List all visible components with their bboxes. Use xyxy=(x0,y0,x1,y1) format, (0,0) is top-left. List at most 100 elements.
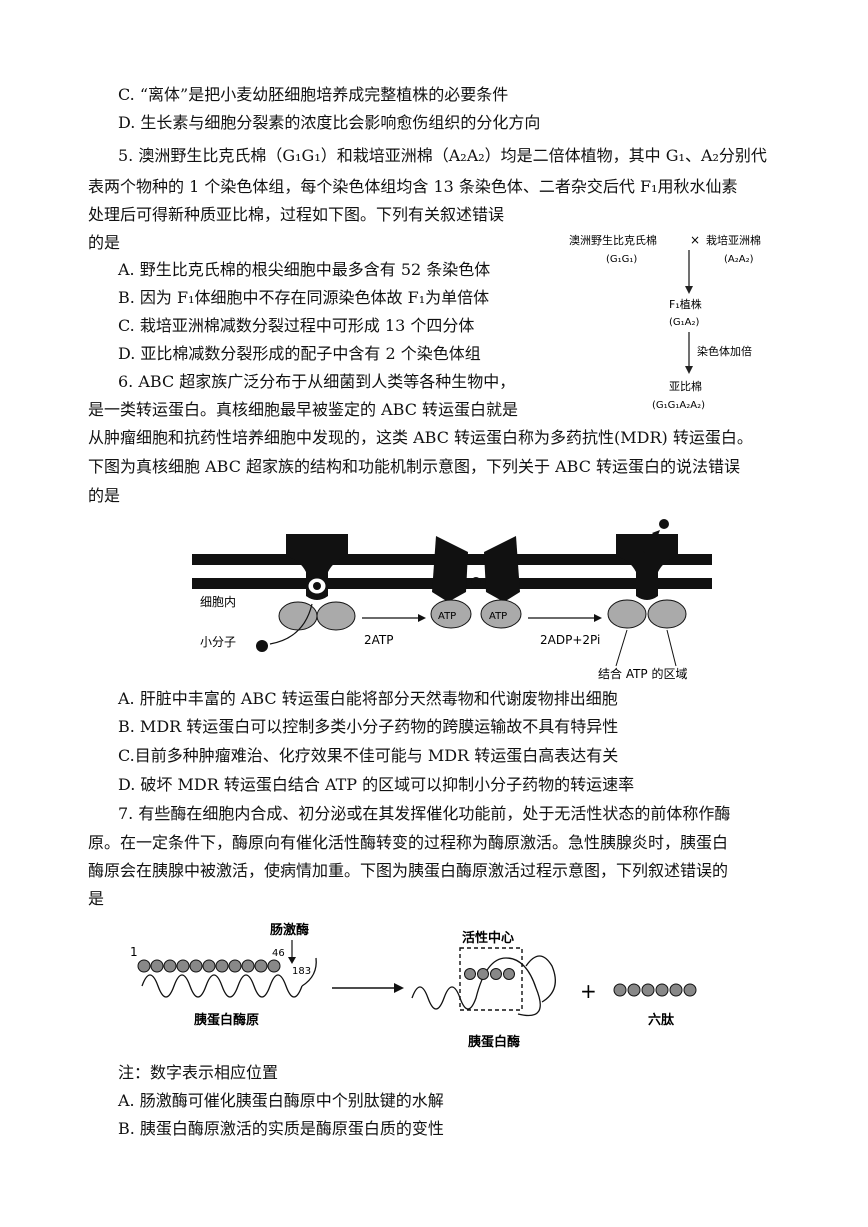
step-arrow-2-head xyxy=(594,614,602,622)
hexapeptide-beads xyxy=(613,983,697,997)
transporter-outward-left xyxy=(432,536,468,602)
two-atp-label: 2ATP xyxy=(364,633,393,647)
step-arrow-1-head xyxy=(418,614,426,622)
q7-stem-line2: 原。在一定条件下，酶原向有催化活性酶转变的过程称为酶原激活。急性胰腺炎时，胰蛋白 xyxy=(88,833,729,852)
amino-acid-bead xyxy=(189,959,203,973)
nbd-2a xyxy=(430,599,472,629)
enzyme-label: 胰蛋白酶 xyxy=(468,1034,520,1050)
moving-small-molecule xyxy=(471,577,481,587)
zymogen-label: 胰蛋白酶原 xyxy=(194,1012,259,1028)
amino-acid-bead xyxy=(137,959,151,973)
q5-option-b: B. 因为 F₁体细胞中不存在同源染色体故 F₁为单倍体 xyxy=(118,288,490,307)
cotton-hybridization-figure: 澳洲野生比克氏棉 × 栽培亚洲棉 (G₁G₁) (A₂A₂) F₁植株 (G₁A… xyxy=(569,233,761,411)
amino-acid-bead xyxy=(176,959,190,973)
transporter-outward-right xyxy=(484,536,520,602)
q7-stem-line3: 酶原会在胰腺中被激活，使病情加重。下图为胰蛋白酶原激活过程示意图，下列叙述错误的 xyxy=(88,861,729,880)
q6-stem-line5: 的是 xyxy=(88,486,121,505)
amino-acid-bead xyxy=(228,959,242,973)
amino-acid-bead xyxy=(477,968,489,980)
enzyme-loop xyxy=(525,955,556,1003)
nbd-2b xyxy=(480,599,522,629)
transporter-reset xyxy=(616,534,678,600)
abc-transporter-figure: 细胞内 小分子 2ATP ATP ATP 2ADP+2Pi 结合 ATP 的区域 xyxy=(192,519,712,681)
enzyme-helix xyxy=(411,957,541,1017)
amino-acid-bead xyxy=(215,959,229,973)
release-arrow-head xyxy=(652,530,660,538)
q5-stem-line1: 5. 澳洲野生比克氏棉（G₁G₁）和栽培亚洲棉（A₂A₂）均是二倍体植物，其中 … xyxy=(118,146,767,165)
amino-acid-bead xyxy=(267,959,281,973)
parent2-label: 栽培亚洲棉 xyxy=(706,233,761,247)
q6-stem-line1: 6. ABC 超家族广泛分布于从细菌到人类等各种生物中， xyxy=(118,372,516,391)
cell-inside-label: 细胞内 xyxy=(200,595,236,609)
amino-acid-bead xyxy=(683,983,697,997)
q6-stem-line2: 是一类转运蛋白。真核细胞最早被鉴定的 ABC 转运蛋白就是 xyxy=(88,400,519,419)
small-molecule-label: 小分子 xyxy=(200,635,236,649)
trypsinogen-activation-figure: 1 肠激酶 46 183 胰蛋白酶原 活性中心 胰蛋白酶 + 六肽 xyxy=(130,922,697,1050)
active-center-box xyxy=(459,947,523,1011)
q7-stem-line4: 是 xyxy=(88,889,105,908)
cleavage-arrow-head xyxy=(288,957,296,964)
amino-acid-bead xyxy=(613,983,627,997)
product-genotype: (G₁G₁A₂A₂) xyxy=(652,400,705,411)
plus-sign: + xyxy=(580,979,597,1003)
active-center-beads xyxy=(464,968,515,980)
q4-option-d: D. 生长素与细胞分裂素的浓度比会影响愈伤组织的分化方向 xyxy=(118,113,541,132)
q5-stem-line2: 表两个物种的 1 个染色体组，每个染色体组均含 13 条染色体、二者杂交后代 F… xyxy=(88,177,738,196)
doubling-label: 染色体加倍 xyxy=(697,344,752,358)
q7-stem-line1: 7. 有些酶在细胞内合成、初分泌或在其发挥催化功能前，处于无活性状态的前体称作酶 xyxy=(118,804,731,823)
atp-binding-region-label: 结合 ATP 的区域 xyxy=(598,666,687,681)
zymogen-bead-chain xyxy=(137,959,281,973)
amino-acid-bead xyxy=(241,959,255,973)
zymogen-tail xyxy=(301,957,317,987)
q5-stem-line3: 处理后可得新种质亚比棉，过程如下图。下列有关叙述错误 xyxy=(88,205,505,224)
transporter-inward-open xyxy=(286,534,348,600)
q6-stem-line3: 从肿瘤细胞和抗药性培养细胞中发现的，这类 ABC 转运蛋白称为多药抗性(MDR)… xyxy=(88,428,753,447)
q5-option-c: C. 栽培亚洲棉减数分裂过程中可形成 13 个四分体 xyxy=(118,316,475,335)
amino-acid-bead xyxy=(655,983,669,997)
amino-acid-bead xyxy=(669,983,683,997)
q4-option-c: C. “离体”是把小麦幼胚细胞培养成完整植株的必要条件 xyxy=(118,85,509,104)
adp-pi-label: 2ADP+2Pi xyxy=(540,633,600,647)
position-46-label: 46 xyxy=(272,948,285,959)
nbd-3a xyxy=(607,599,647,629)
nbd-3b xyxy=(647,599,687,629)
amino-acid-bead xyxy=(503,968,515,980)
hexapeptide-label: 六肽 xyxy=(648,1012,675,1028)
parent1-genotype: (G₁G₁) xyxy=(606,254,637,265)
position-1-label: 1 xyxy=(130,945,138,959)
bound-small-molecule xyxy=(313,582,321,590)
nbd-1b xyxy=(316,601,356,631)
q5-option-a: A. 野生比克氏棉的根尖细胞中最多含有 52 条染色体 xyxy=(118,260,491,279)
amino-acid-bead xyxy=(464,968,476,980)
q6-option-c: C.目前多种肿瘤难治、化疗效果不佳可能与 MDR 转运蛋白高表达有关 xyxy=(118,746,619,765)
arrow-head-2 xyxy=(685,366,693,374)
zymogen-helix xyxy=(141,974,303,998)
amino-acid-bead xyxy=(490,968,502,980)
q7-option-a: A. 肠激酶可催化胰蛋白酶原中个别肽键的水解 xyxy=(118,1091,444,1110)
position-183-label: 183 xyxy=(292,966,311,977)
q7-note: 注：数字表示相应位置 xyxy=(118,1063,279,1082)
f1-label: F₁植株 xyxy=(669,297,702,311)
atp-label-b: ATP xyxy=(489,611,507,622)
product-label: 亚比棉 xyxy=(669,379,702,393)
f1-genotype: (G₁A₂) xyxy=(669,317,700,328)
amino-acid-bead xyxy=(627,983,641,997)
q6-option-d: D. 破坏 MDR 转运蛋白结合 ATP 的区域可以抑制小分子药物的转运速率 xyxy=(118,775,635,794)
q5-stem-line4: 的是 xyxy=(88,233,121,252)
cross-symbol: × xyxy=(690,233,700,247)
parent1-label: 澳洲野生比克氏棉 xyxy=(569,233,657,247)
released-small-molecule xyxy=(659,519,669,529)
q7-option-b: B. 胰蛋白酶原激活的实质是酶原蛋白质的变性 xyxy=(118,1119,444,1138)
parent2-genotype: (A₂A₂) xyxy=(724,254,754,265)
q6-stem-line4: 下图为真核细胞 ABC 超家族的结构和功能机制示意图，下列关于 ABC 转运蛋白… xyxy=(88,457,741,476)
amino-acid-bead xyxy=(163,959,177,973)
amino-acid-bead xyxy=(150,959,164,973)
free-small-molecule xyxy=(256,640,268,652)
atp-label-a: ATP xyxy=(438,611,456,622)
arrow-head-1 xyxy=(685,286,693,294)
atp-region-pointer-2 xyxy=(666,629,677,667)
entry-arrow xyxy=(269,603,313,645)
enterokinase-label: 肠激酶 xyxy=(270,922,309,938)
q6-option-b: B. MDR 转运蛋白可以控制多类小分子药物的跨膜运输故不具有特异性 xyxy=(118,717,619,736)
